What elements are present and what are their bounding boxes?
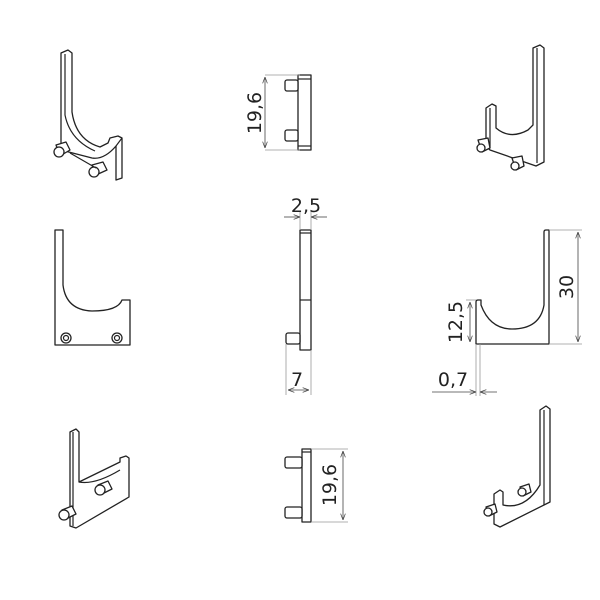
iso-view-top-right (476, 44, 545, 171)
dim-lip-thickness: 0,7 (438, 369, 468, 391)
side-view-middle: 2,5 7 (284, 195, 327, 395)
dim-bottom-height: 19,6 (319, 464, 341, 506)
iso-view-bottom-left (58, 428, 130, 529)
side-view-bottom: 19,6 (284, 448, 348, 523)
profile-view: 30 12,5 0,7 (432, 229, 582, 396)
iso-view-top-left (53, 49, 123, 181)
front-view (54, 229, 131, 346)
iso-view-bottom-right (483, 405, 551, 528)
dim-depth: 7 (291, 369, 303, 391)
dim-thickness: 2,5 (291, 195, 321, 217)
side-view-top: 19,6 (244, 74, 312, 151)
dim-top-height: 19,6 (244, 92, 266, 134)
dim-total-height: 30 (556, 275, 578, 299)
dim-lip-height: 12,5 (445, 301, 467, 343)
